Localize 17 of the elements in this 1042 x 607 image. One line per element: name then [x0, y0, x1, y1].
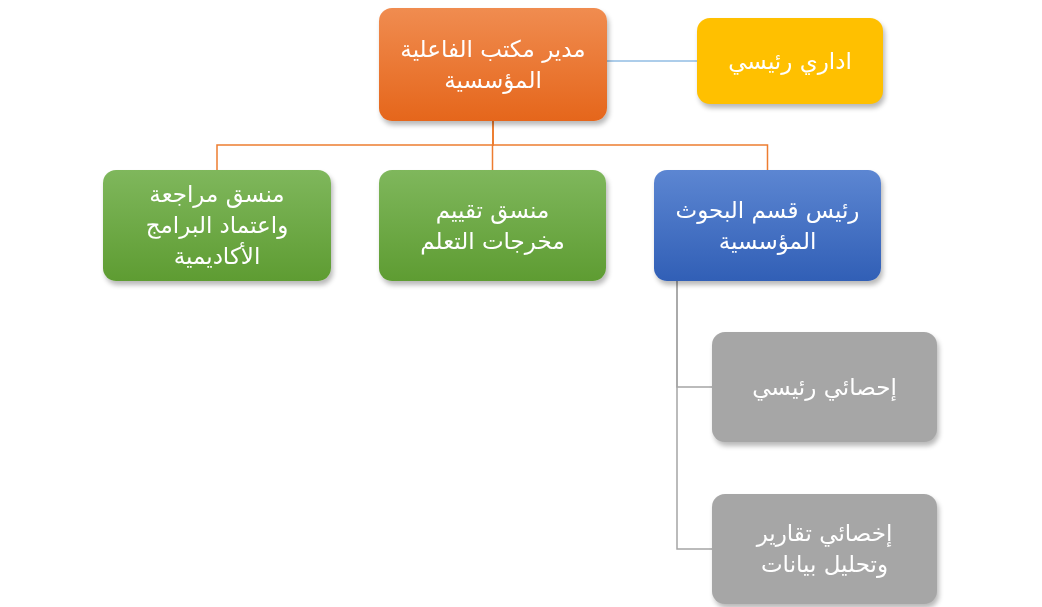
role-box: [712, 332, 937, 442]
role-title: رئيس قسم البحوث المؤسسية: [674, 195, 861, 257]
role-box: [712, 494, 937, 604]
role-title: منسق مراجعة واعتماد البرامج الأكاديمية: [144, 180, 290, 271]
role-box: [654, 170, 881, 281]
role-box: [103, 170, 331, 281]
role-title: مدير مكتب الفاعلية المؤسسية: [399, 34, 587, 96]
role-box: [379, 170, 606, 281]
role-title: إحصائي رئيسي: [752, 372, 897, 403]
role-box: [697, 18, 883, 104]
role-box: [379, 8, 607, 121]
connector-line: [676, 280, 713, 550]
role-title: اداري رئيسي: [728, 46, 852, 77]
role-title: منسق تقييم مخرجات التعلم: [419, 195, 566, 257]
role-title: إخصائي تقارير وتحليل بيانات: [754, 519, 894, 580]
connector-line: [606, 60, 698, 62]
connector-line: [216, 120, 494, 171]
